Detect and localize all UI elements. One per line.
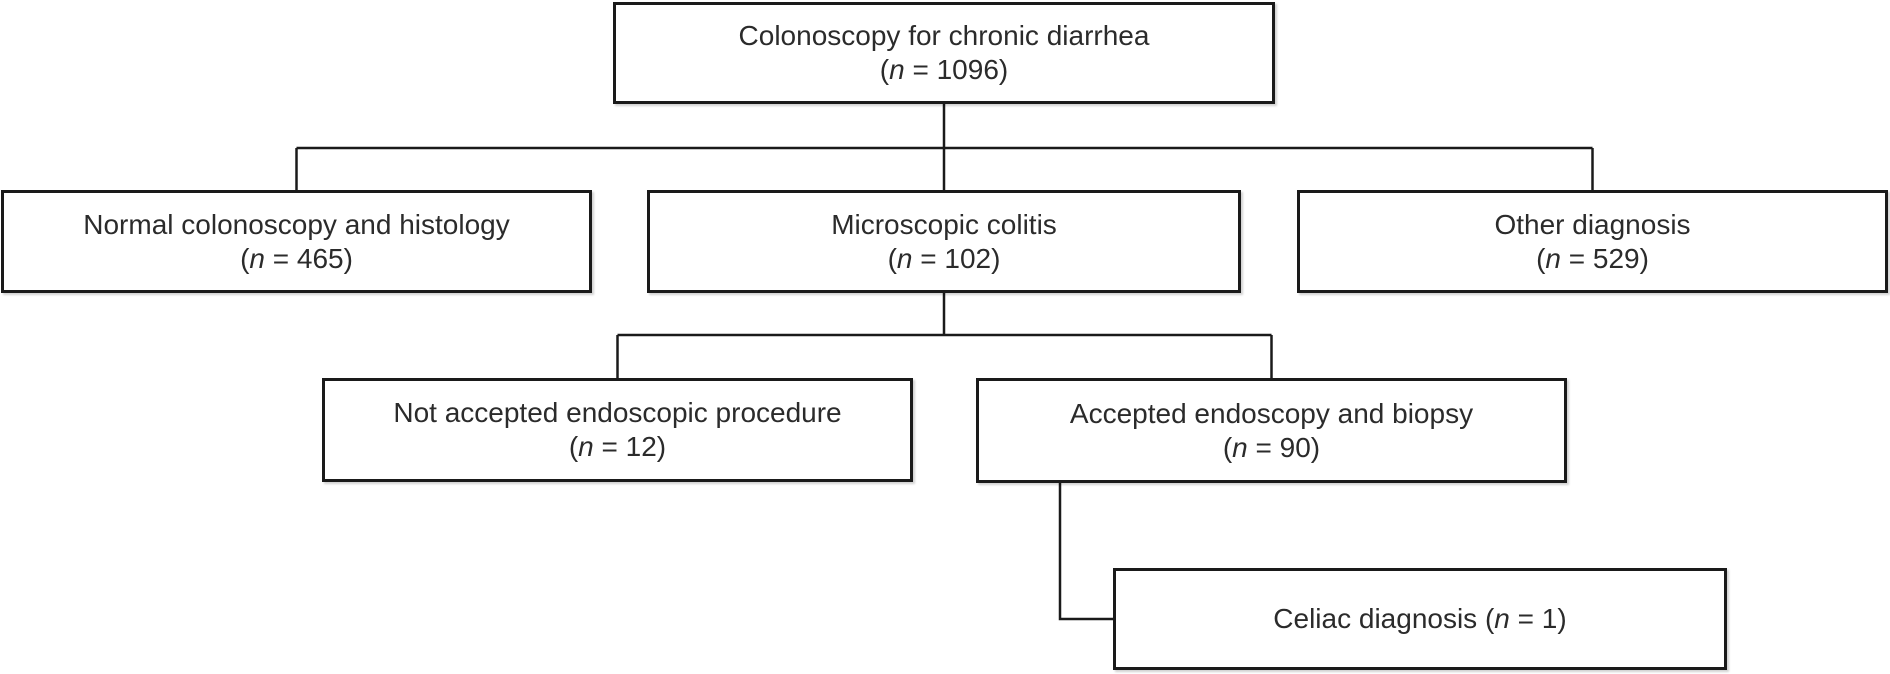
node-celiac-diagnosis: Celiac diagnosis (n = 1) (1113, 568, 1727, 670)
node-count: (n = 102) (887, 242, 1001, 274)
node-accepted-endoscopy-biopsy: Accepted endoscopy and biopsy (n = 90) (976, 378, 1567, 483)
node-count: (n = 529) (1536, 242, 1649, 274)
node-count: (n = 90) (1222, 431, 1321, 463)
node-label: Normal colonoscopy and histology (83, 208, 510, 240)
node-not-accepted-endoscopic-procedure: Not accepted endoscopic procedure (n = 1… (322, 378, 913, 482)
node-label: Microscopic colitis (831, 208, 1057, 240)
node-label-inline: Celiac diagnosis (n = 1) (1273, 603, 1567, 634)
node-count: (n = 12) (568, 431, 667, 462)
node-label: Accepted endoscopy and biopsy (1069, 397, 1474, 429)
node-microscopic-colitis: Microscopic colitis (n = 102) (647, 190, 1241, 293)
node-colonoscopy-chronic-diarrhea: Colonoscopy for chronic diarrhea (n = 10… (613, 2, 1275, 104)
node-label: Other diagnosis (1494, 208, 1691, 240)
node-normal-colonoscopy-histology: Normal colonoscopy and histology (n = 46… (1, 190, 592, 293)
node-label: Not accepted endoscopic procedure (393, 397, 842, 428)
node-count: (n = 465) (240, 242, 353, 274)
node-count: (n = 1096) (879, 54, 1009, 85)
node-other-diagnosis: Other diagnosis (n = 529) (1297, 190, 1888, 293)
connector-elbow-celiac (1058, 483, 1113, 621)
node-label: Colonoscopy for chronic diarrhea (738, 20, 1150, 51)
